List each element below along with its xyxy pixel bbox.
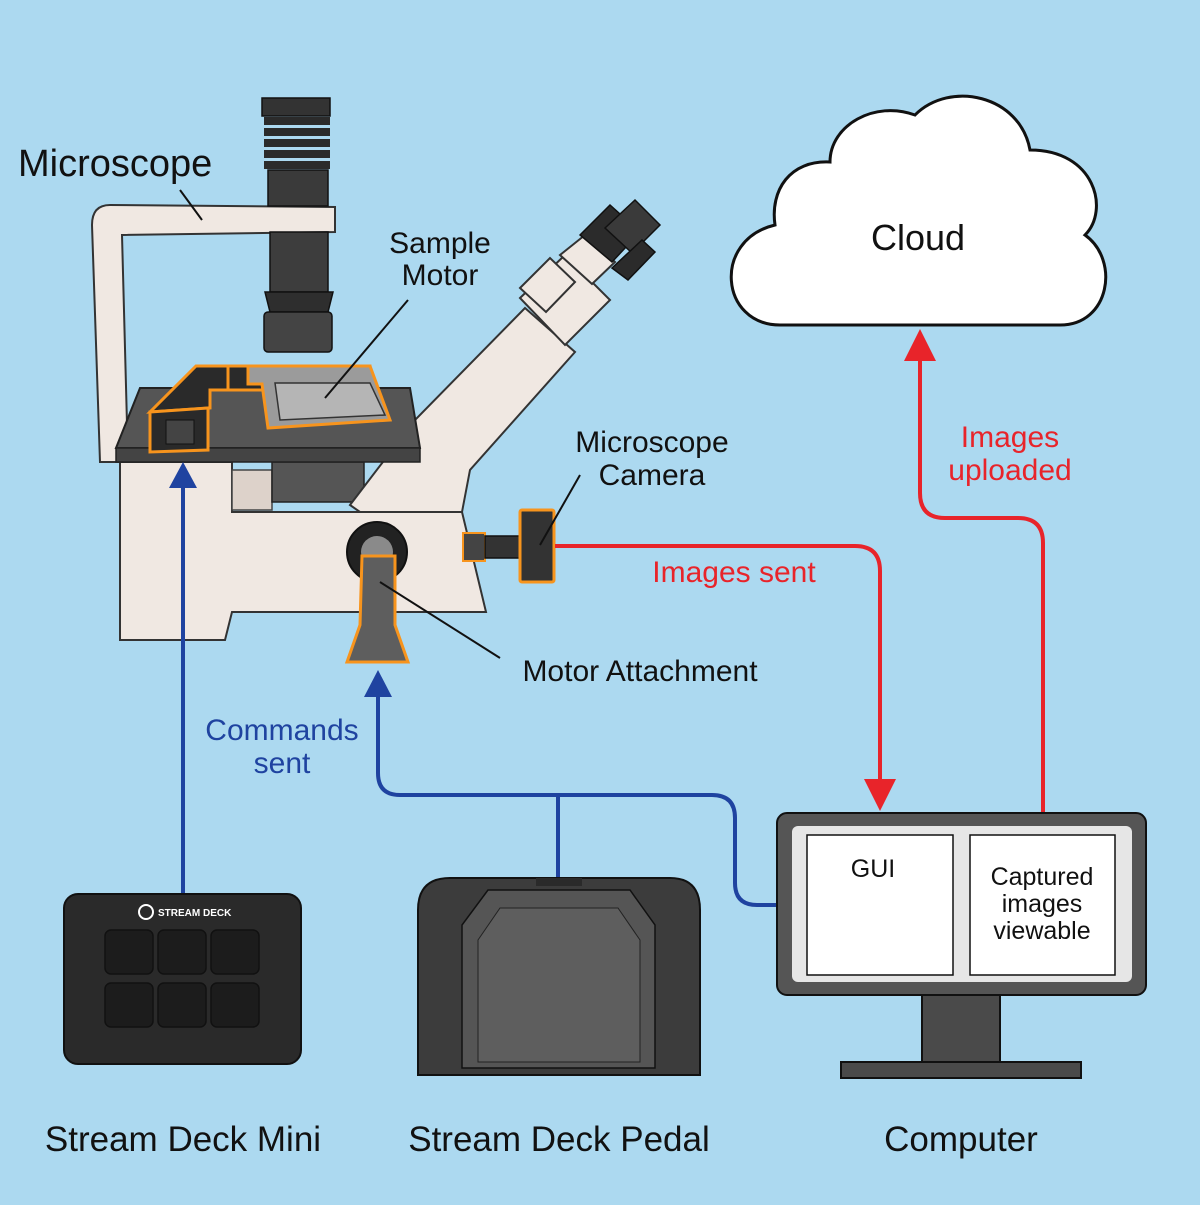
captured-images-label-line1: Captured — [991, 863, 1094, 891]
microscope-label: Microscope — [18, 143, 212, 185]
motor-attachment-label: Motor Attachment — [522, 655, 758, 688]
cloud-label: Cloud — [871, 217, 965, 258]
images-sent-arrow — [555, 544, 896, 811]
gui-panel — [806, 834, 954, 976]
stream-deck-pedal-label: Stream Deck Pedal — [408, 1120, 710, 1159]
stream-deck-mini-label: Stream Deck Mini — [45, 1120, 321, 1159]
captured-images-label-line3: viewable — [993, 917, 1090, 945]
captured-images-label-line2: images — [1002, 890, 1083, 918]
stream-deck-logo-text: STREAM DECK — [158, 908, 232, 919]
sample-motor-pointer — [324, 299, 409, 399]
camera-label-line1: Microscope — [575, 426, 728, 459]
deck-key — [104, 982, 154, 1028]
deck-key — [157, 982, 207, 1028]
motor-attachment-pointer — [379, 581, 501, 659]
cloud-icon — [729, 94, 1108, 327]
images-uploaded-label-line2: uploaded — [948, 454, 1071, 487]
microscope-pointer — [179, 189, 203, 221]
computer-label: Computer — [884, 1120, 1038, 1159]
gui-label: GUI — [851, 855, 895, 883]
computer-monitor — [776, 812, 1147, 1079]
commands-sent-label-line2: sent — [254, 747, 311, 780]
commands-mini-arrowhead — [169, 462, 197, 488]
captured-images-panel — [969, 834, 1116, 976]
commands-attachment-arrowhead — [364, 670, 392, 697]
sample-motor-label-line2: Motor — [402, 259, 479, 292]
motor-attachment — [344, 521, 411, 664]
deck-key — [104, 929, 154, 975]
camera-label-line2: Camera — [599, 459, 706, 492]
deck-key — [210, 982, 260, 1028]
stream-deck-mini — [63, 893, 302, 1065]
deck-key — [157, 929, 207, 975]
deck-key — [210, 929, 260, 975]
commands-computer-line — [376, 690, 777, 907]
camera-pointer — [539, 474, 581, 546]
stream-deck-pedal — [417, 877, 701, 1076]
images-uploaded-arrow — [904, 329, 1045, 813]
images-uploaded-label-line1: Images — [961, 421, 1059, 454]
commands-sent-label-line1: Commands — [205, 714, 358, 747]
stream-deck-logo-icon — [138, 904, 154, 920]
sample-motor-label-line1: Sample — [389, 227, 491, 260]
microscope-camera — [462, 508, 556, 584]
images-sent-label: Images sent — [652, 556, 816, 589]
